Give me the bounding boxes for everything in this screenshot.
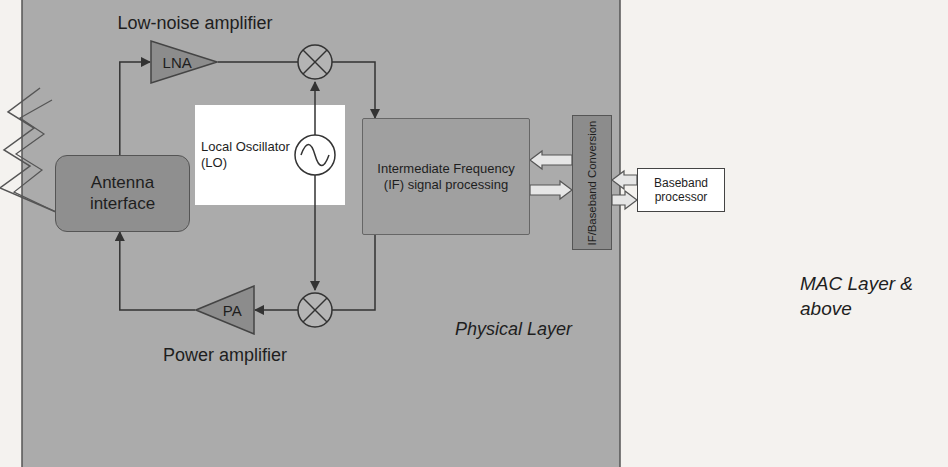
physical-layer-panel bbox=[22, 0, 620, 467]
radio-wave-bolt bbox=[0, 88, 56, 212]
amplifier-node: LNA Low-noise amplifier bbox=[80, 12, 310, 92]
amplifier-caption: Power amplifier bbox=[163, 345, 287, 366]
box-label: IF/Baseband Conversion bbox=[586, 120, 598, 245]
block-arrow bbox=[612, 191, 637, 209]
processor-box: Baseband processor bbox=[637, 168, 725, 212]
amplifier-node: PA Power amplifier bbox=[145, 282, 305, 377]
box-label: Baseband processor bbox=[646, 176, 716, 205]
conversion-box: IF/Baseband Conversion bbox=[572, 115, 612, 250]
amplifier-caption: Low-noise amplifier bbox=[117, 13, 272, 34]
block-arrow bbox=[530, 181, 572, 199]
box-label: Intermediate Frequency (IF) signal proce… bbox=[371, 161, 521, 192]
lo-feed-line bbox=[314, 82, 316, 105]
mixer-symbol bbox=[298, 293, 332, 327]
block-arrow bbox=[530, 151, 572, 169]
amplifier-symbol-label: LNA bbox=[163, 54, 192, 71]
radio-wave-bolt bbox=[14, 100, 56, 212]
layer-label: MAC Layer & above bbox=[800, 272, 940, 321]
oscillator-box: Local Oscillator (LO) bbox=[195, 105, 345, 205]
signal-wire bbox=[120, 62, 150, 155]
signal-wire bbox=[120, 232, 195, 310]
oscillator-label: Local Oscillator (LO) bbox=[201, 139, 291, 172]
lo-feed-line bbox=[314, 205, 316, 290]
amplifier-symbol-label: PA bbox=[223, 302, 242, 319]
antenna-interface-box: Antenna interface bbox=[55, 155, 190, 232]
box-label: Antenna interface bbox=[64, 173, 181, 214]
block-arrow bbox=[612, 171, 637, 189]
layer-label: Physical Layer bbox=[455, 318, 615, 341]
process-box: Intermediate Frequency (IF) signal proce… bbox=[362, 118, 530, 235]
mixer-symbol bbox=[298, 45, 332, 79]
